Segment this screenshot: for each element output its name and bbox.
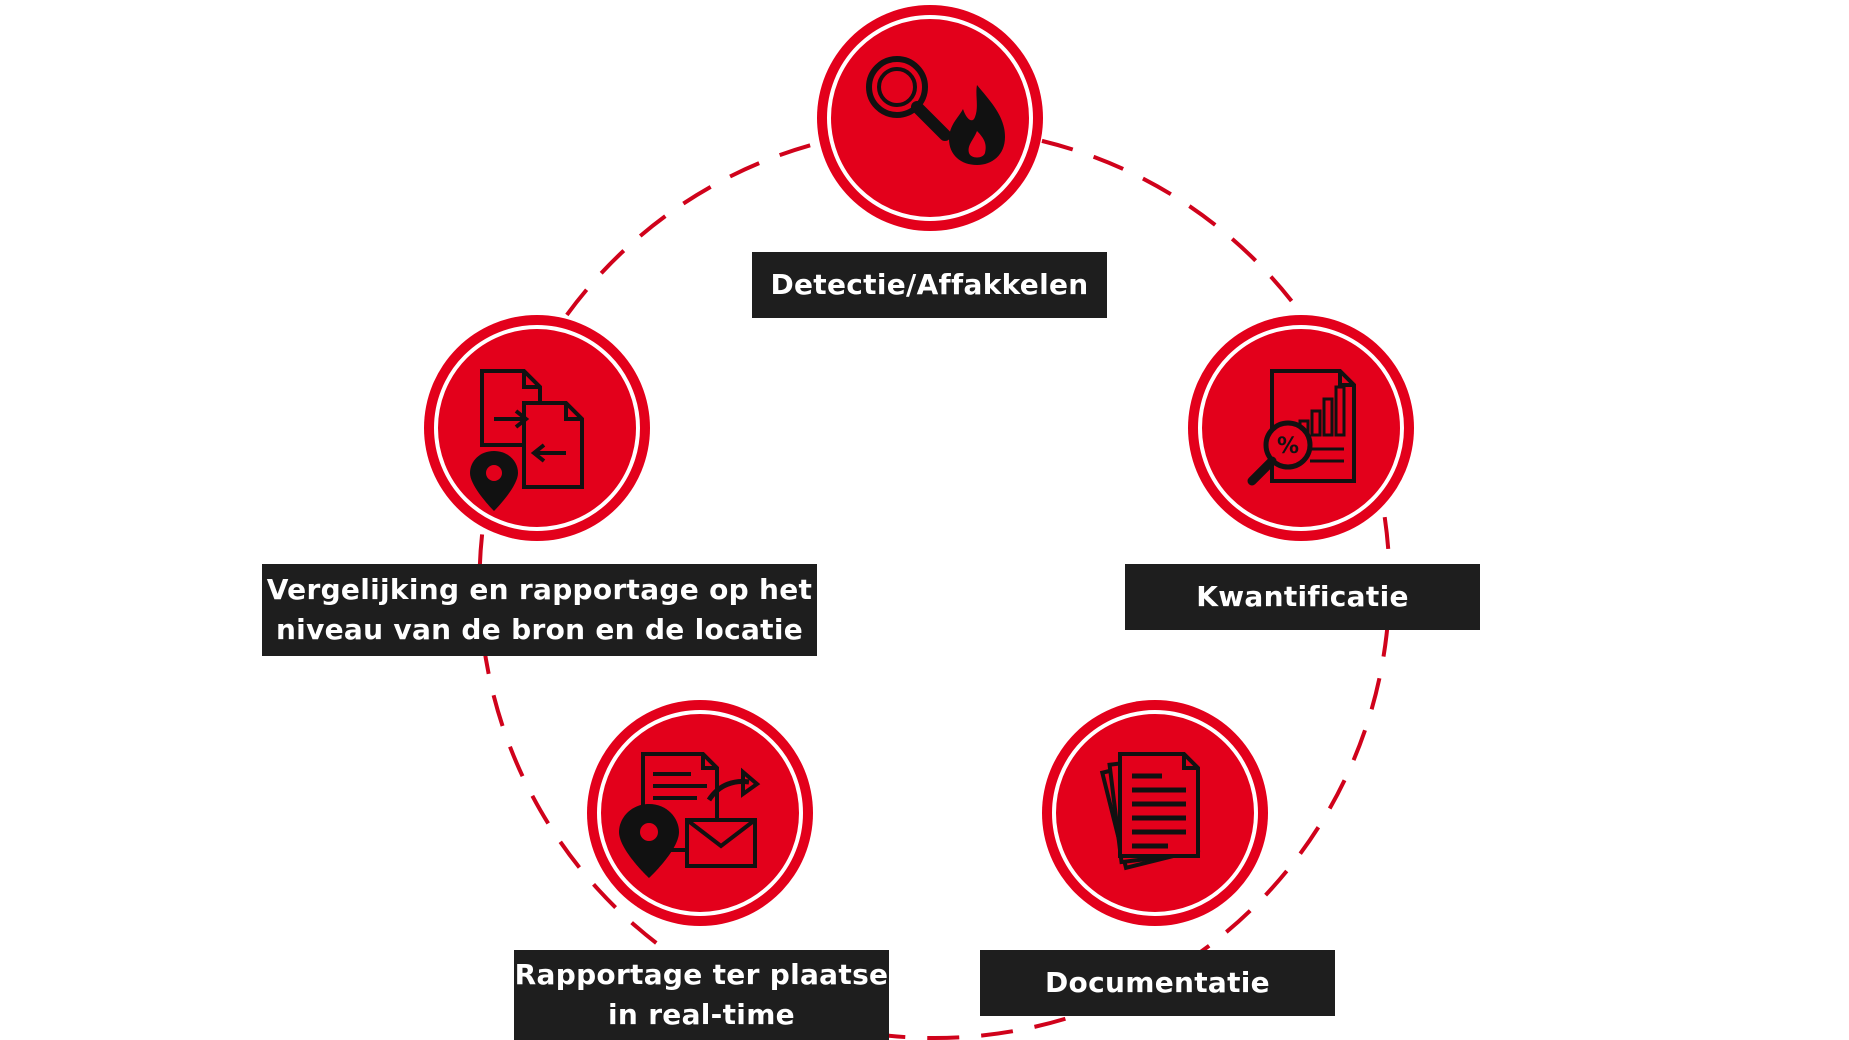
document-stack-icon <box>1099 752 1201 871</box>
step-comparison-node <box>424 315 650 541</box>
step-detection-label: Detectie/Affakkelen <box>752 252 1107 318</box>
report-location-mail-icon <box>619 752 761 878</box>
step-documentation-node <box>1042 700 1268 926</box>
file-exchange-location-icon <box>470 369 584 511</box>
report-percent-magnifier-icon: % <box>1247 369 1356 486</box>
step-detection-node <box>817 5 1043 231</box>
step-documentation-label: Documentatie <box>980 950 1335 1016</box>
step-quantification-label: Kwantificatie <box>1125 564 1480 630</box>
step-comparison-label: Vergelijking en rapportage op het niveau… <box>262 564 817 656</box>
step-realtime-node <box>587 700 813 926</box>
step-quantification-node: % <box>1188 315 1414 541</box>
step-realtime-label: Rapportage ter plaatse in real-time <box>514 950 889 1040</box>
svg-text:%: % <box>1277 434 1299 459</box>
magnifier-flame-icon <box>866 56 1005 165</box>
